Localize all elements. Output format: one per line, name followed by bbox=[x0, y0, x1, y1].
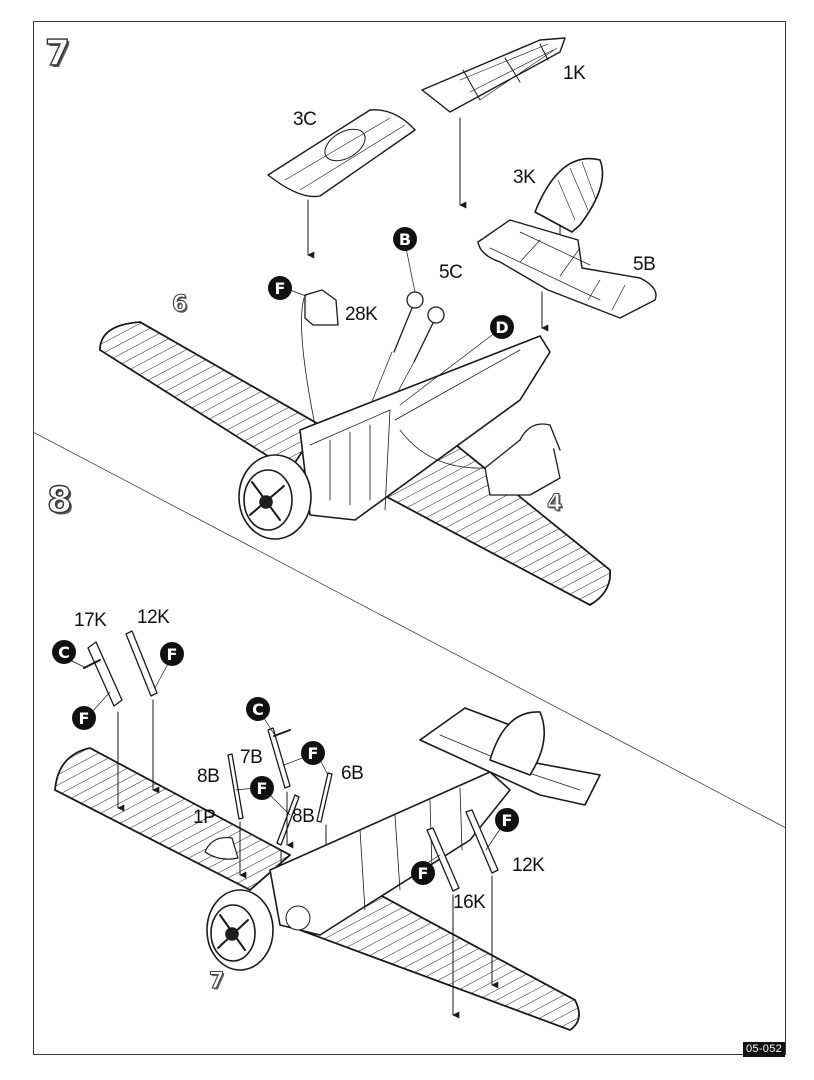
sprue-callout-F-right: F bbox=[495, 808, 519, 832]
sprue-callout-F-bottom: F bbox=[411, 861, 435, 885]
sprue-callout-F-mid-left: F bbox=[250, 776, 274, 800]
part-label-8B-left: 8B bbox=[197, 766, 220, 787]
subassembly-ref-4: 4 bbox=[546, 491, 563, 516]
sprue-callout-F-left: F bbox=[72, 706, 96, 730]
sprue-callout-B: B bbox=[393, 227, 417, 251]
sprue-callout-D: D bbox=[490, 315, 514, 339]
part-12K-top-drawing bbox=[125, 630, 158, 697]
part-3K-drawing bbox=[534, 157, 604, 233]
arrow-D-leader bbox=[399, 331, 497, 406]
sprue-callout-F-top: F bbox=[160, 642, 184, 666]
leader-28K bbox=[301, 297, 319, 441]
part-4-seat-drawing bbox=[484, 423, 561, 496]
part-28K-drawing bbox=[304, 289, 339, 326]
part-5B-drawing bbox=[477, 219, 657, 319]
part-3C-drawing bbox=[267, 109, 416, 198]
sprue-callout-C-left: C bbox=[52, 640, 76, 664]
part-1K-drawing bbox=[421, 37, 566, 113]
part-label-28K: 28K bbox=[345, 304, 378, 325]
part-label-7B: 7B bbox=[240, 747, 263, 768]
part-5C-drawing bbox=[393, 291, 445, 363]
part-17K-drawing bbox=[83, 641, 123, 707]
part-label-1P: 1P bbox=[193, 807, 216, 828]
part-label-8B-mid: 8B bbox=[292, 806, 315, 827]
part-label-3K: 3K bbox=[513, 167, 536, 188]
sprue-callout-C-mid: C bbox=[246, 697, 270, 721]
sprue-callout-F-mid-right: F bbox=[301, 741, 325, 765]
part-label-12K-top: 12K bbox=[137, 607, 170, 628]
leader-4 bbox=[399, 429, 486, 469]
part-label-5B: 5B bbox=[633, 254, 656, 275]
part-label-3C: 3C bbox=[293, 109, 317, 130]
fuselage-assembly-step7 bbox=[99, 321, 611, 606]
sprue-callout-F: F bbox=[268, 276, 292, 300]
part-label-1K: 1K bbox=[563, 63, 586, 84]
interplane-struts-drawing bbox=[426, 809, 499, 892]
part-label-17K: 17K bbox=[74, 610, 107, 631]
subassembly-ref-7: 7 bbox=[208, 969, 225, 994]
part-label-5C: 5C bbox=[439, 262, 463, 283]
step-divider-line bbox=[32, 431, 787, 829]
part-label-6B: 6B bbox=[341, 763, 364, 784]
cabane-struts-drawing bbox=[227, 727, 333, 846]
part-label-16K: 16K bbox=[453, 892, 486, 913]
page-code-badge: 05-052 bbox=[743, 1042, 786, 1057]
instruction-page-frame bbox=[33, 21, 786, 1055]
step-number-7: 7 bbox=[44, 33, 71, 74]
step-number-8: 8 bbox=[46, 480, 73, 521]
part-label-12K-right: 12K bbox=[512, 855, 545, 876]
aircraft-assembly-step8 bbox=[54, 707, 601, 1031]
subassembly-ref-6: 6 bbox=[171, 292, 188, 317]
